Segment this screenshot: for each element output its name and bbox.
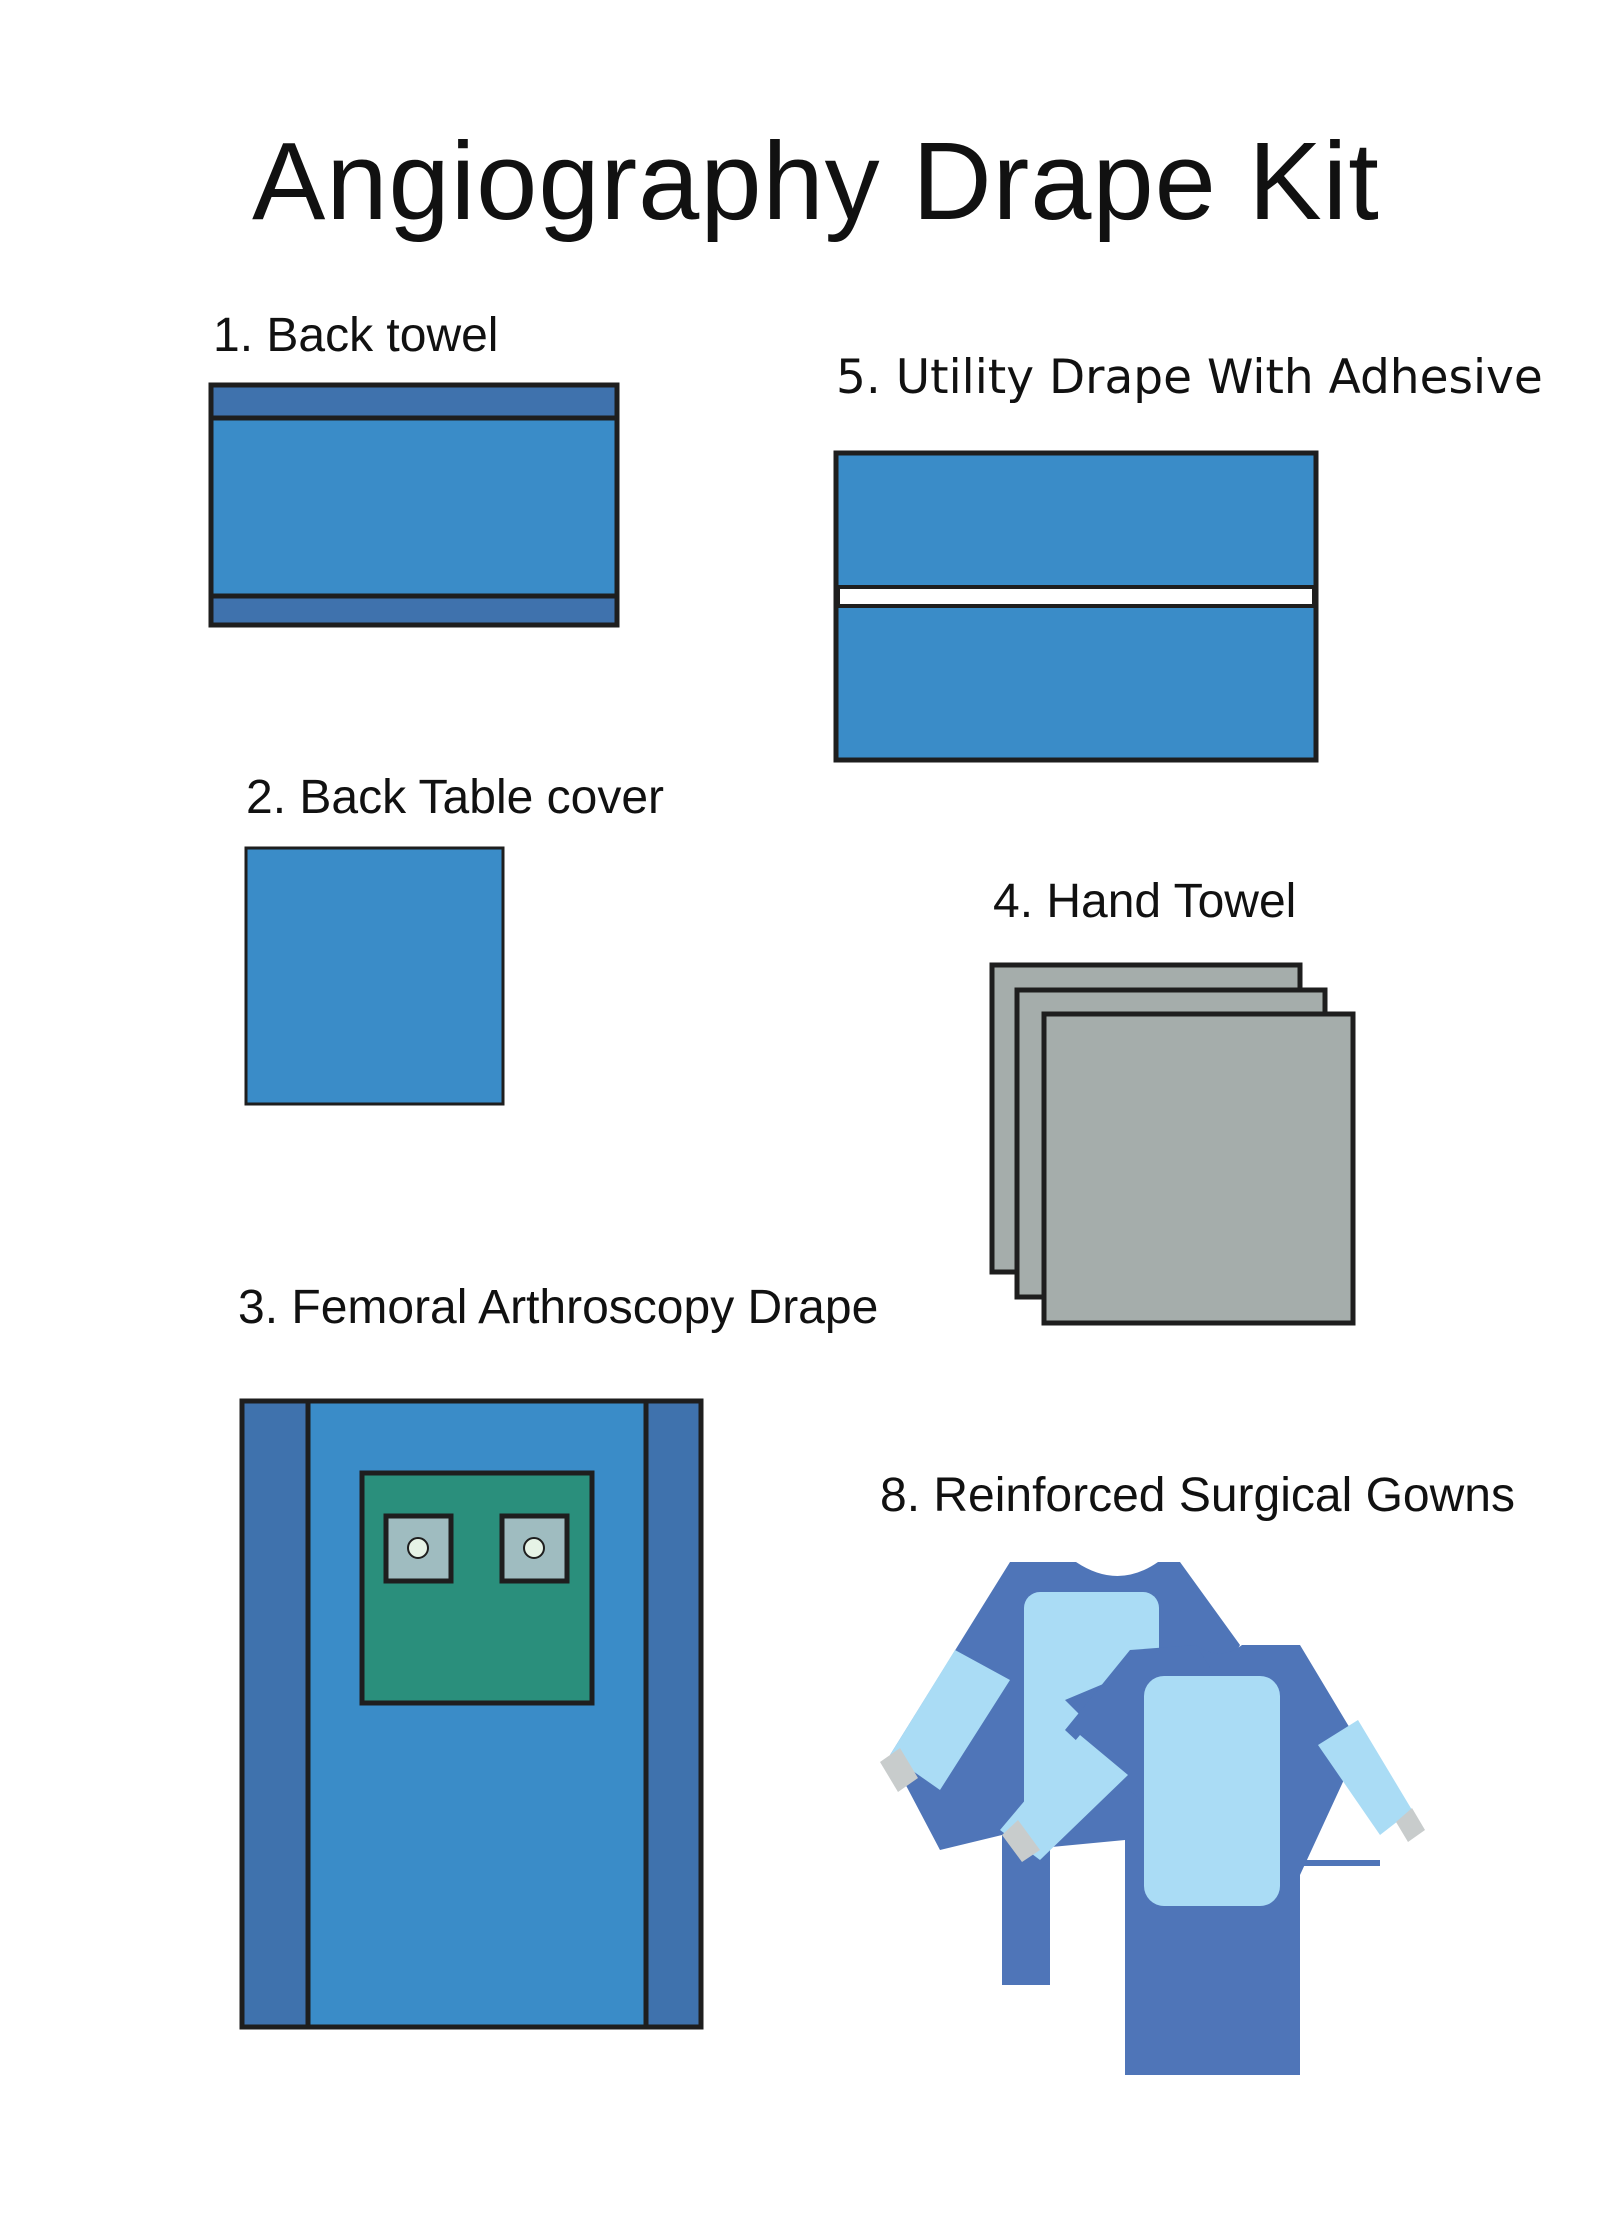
back-towel-top-band [208, 382, 620, 421]
back-towel-illustration [208, 382, 620, 628]
gown-front-reinforcement [1144, 1676, 1280, 1906]
label-utility-drape: 5. Utility Drape With Adhesive [836, 350, 1543, 405]
fenestration-window-right [499, 1513, 570, 1584]
fenestration-hole-left [407, 1537, 429, 1559]
femoral-drape-illustration [239, 1398, 704, 2030]
back-table-cover-illustration [244, 846, 505, 1106]
gown-front-right-sleeve [1318, 1720, 1412, 1835]
label-back-towel: 1. Back towel [213, 309, 499, 362]
label-femoral-drape: 3. Femoral Arthroscopy Drape [238, 1281, 879, 1334]
fenestration-area [359, 1470, 595, 1706]
label-surgical-gowns: 8. Reinforced Surgical Gowns [880, 1469, 1515, 1522]
femoral-drape-left-panel [239, 1398, 311, 2030]
surgical-gown-front [1000, 1645, 1425, 2075]
hand-towel-illustration [989, 962, 1356, 1326]
gown-front-right-cuff [1396, 1808, 1425, 1842]
gown-back-left-cuff [880, 1748, 918, 1792]
hand-towel-front [1041, 1011, 1356, 1326]
fenestration-hole-right [523, 1537, 545, 1559]
back-towel-body [208, 382, 620, 628]
gown-back-left-sleeve [890, 1650, 1010, 1790]
gown-front-tie [1300, 1860, 1380, 1866]
label-hand-towel: 4. Hand Towel [993, 875, 1297, 928]
adhesive-strip [836, 585, 1316, 608]
surgical-gowns-illustration [880, 1562, 1425, 2075]
gown-front-left-sleeve [1000, 1735, 1128, 1860]
femoral-drape-right-panel [643, 1398, 704, 2030]
back-towel-bottom-band [208, 593, 620, 628]
label-back-table-cover: 2. Back Table cover [246, 771, 665, 824]
page-title: Angiography Drape Kit [252, 120, 1380, 243]
gown-front-left-cuff [1002, 1820, 1040, 1862]
utility-drape-illustration [833, 450, 1319, 763]
